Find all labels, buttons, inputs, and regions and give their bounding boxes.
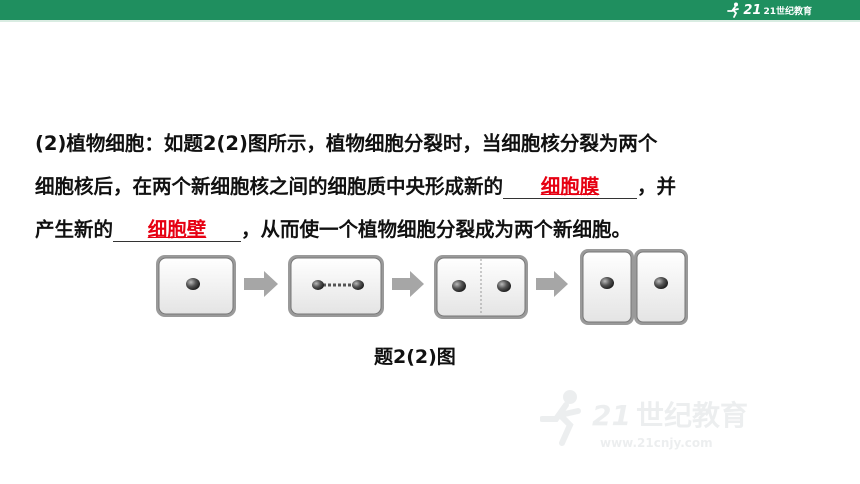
header-bar [0,0,860,20]
nucleus [497,280,511,292]
nucleus [312,280,324,290]
line3-text-b: ，从而使一个植物细胞分裂成为两个新细胞。 [241,218,632,241]
header-divider [0,20,860,22]
watermark-runner-icon [540,390,581,446]
question-paragraph: (2)植物细胞：如题2(2)图所示，植物细胞分裂时，当细胞核分裂为两个 细胞核后… [35,122,835,251]
answer-blank-wall: 细胞壁 [113,219,242,242]
line2-text-b: ，并 [637,175,677,198]
cell-stage-3 [434,255,528,319]
logo-text: 21世纪教育 [763,6,812,17]
watermark-text: 世纪教育 [636,399,748,432]
watermark-url: www.21cnjy.com [600,436,713,450]
figure-caption: 题2(2)图 [374,346,456,368]
arrow-icon [244,271,278,297]
cell-stage-4 [580,249,688,325]
cell-division-figure [156,249,688,325]
logo-number: 21 [743,2,762,18]
nucleus [600,277,614,289]
cell-stage-2 [288,255,384,317]
arrow-icon [392,271,424,297]
nucleus [654,277,668,289]
nucleus [352,280,364,290]
paragraph-line-3: 产生新的细胞壁，从而使一个植物细胞分裂成为两个新细胞。 [35,208,835,251]
nucleus [452,280,466,292]
runner-icon [727,2,740,18]
answer-blank-membrane: 细胞膜 [503,176,638,199]
watermark-logo: 21 世纪教育 www.21cnjy.com [540,390,748,450]
paragraph-line-1: (2)植物细胞：如题2(2)图所示，植物细胞分裂时，当细胞核分裂为两个 [35,122,835,165]
cell-stage-1 [156,255,236,317]
paragraph-line-2: 细胞核后，在两个新细胞核之间的细胞质中央形成新的细胞膜，并 [35,165,835,208]
line2-text-a: 细胞核后，在两个新细胞核之间的细胞质中央形成新的 [35,175,504,198]
nucleus [186,278,200,290]
arrow-icon [536,271,568,297]
line3-text-a: 产生新的 [35,218,114,241]
line1-text: (2)植物细胞：如题2(2)图所示，植物细胞分裂时，当细胞核分裂为两个 [35,132,658,155]
site-logo: 21 21世纪教育 [727,2,812,18]
watermark-number: 21 [592,399,631,432]
